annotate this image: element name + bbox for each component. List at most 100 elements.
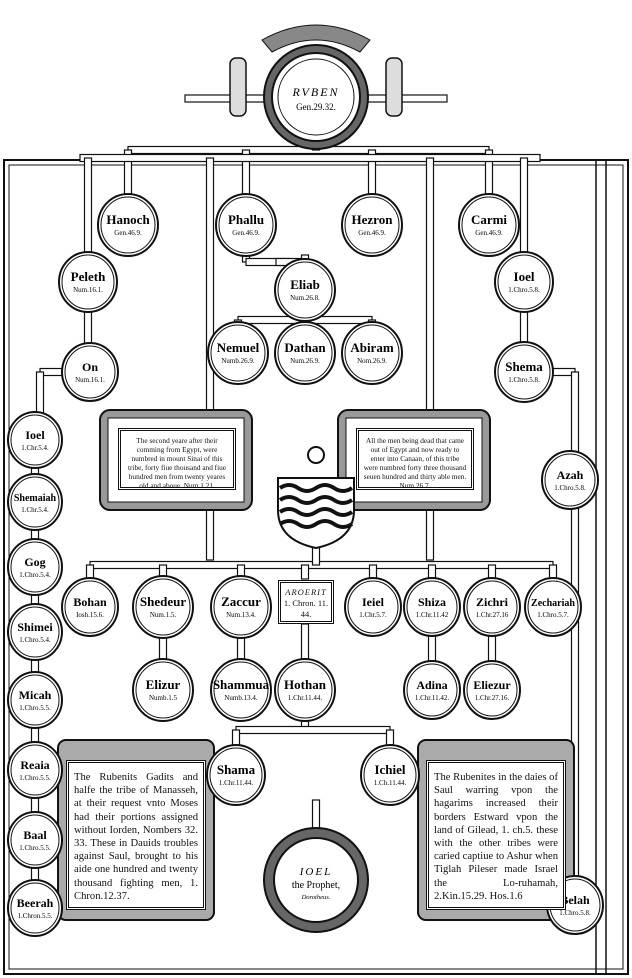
cartouche-right-text: All the men being dead that came out of … bbox=[356, 428, 474, 490]
person-ref: Num.26.8. bbox=[290, 294, 320, 302]
person-name: Ioel bbox=[25, 428, 45, 442]
person-name: Baal bbox=[23, 828, 47, 842]
person-ref: 1.Chro.5.8. bbox=[554, 484, 586, 492]
person-node-on bbox=[61, 342, 119, 402]
person-name: Hanoch bbox=[106, 212, 150, 227]
person-ref: 1.Chro.5.4. bbox=[19, 636, 51, 644]
person-node-hanoch bbox=[97, 193, 159, 257]
person-ref: Gen.46.9. bbox=[475, 229, 503, 237]
person-node-ioel_r bbox=[494, 251, 554, 313]
person-name: Shama bbox=[217, 762, 256, 777]
aroerit-box: AROERIT 1. Chron. 11. 44. bbox=[278, 580, 334, 624]
person-ref: 1.Chro.5.8. bbox=[508, 286, 540, 294]
person-node-azah bbox=[541, 450, 599, 510]
person-ref: 1.Chro.5.8. bbox=[559, 909, 591, 917]
aroerit-name: AROERIT bbox=[285, 587, 327, 597]
person-node-shammua bbox=[210, 658, 272, 722]
person-ref: Numb.26.9. bbox=[221, 357, 255, 365]
person-name: Micah bbox=[19, 688, 52, 702]
person-name: Elizur bbox=[146, 677, 181, 692]
person-ref: 1.Chro.5.8. bbox=[508, 376, 540, 384]
person-ref: Iosh.15.6. bbox=[76, 611, 104, 619]
cartouche-left-text: The second yeare after their comming fro… bbox=[118, 428, 236, 490]
person-ref: 1.Chr.5.4. bbox=[21, 506, 49, 514]
person-name: Beerah bbox=[17, 896, 54, 910]
person-ref: Num.16.1. bbox=[75, 376, 105, 384]
person-node-shedeur bbox=[132, 575, 194, 639]
person-node-abiram bbox=[341, 321, 403, 385]
person-name: Nemuel bbox=[217, 340, 260, 355]
person-name: Shimei bbox=[17, 620, 53, 634]
person-name: Abiram bbox=[350, 340, 394, 355]
person-ref: 1.Chro.5.4. bbox=[19, 571, 51, 579]
person-ref: 1.Chr.11.44. bbox=[288, 694, 323, 702]
person-node-hezron bbox=[341, 193, 403, 257]
person-name: Gog bbox=[24, 555, 45, 569]
person-name: Zechariah bbox=[531, 598, 575, 609]
root-ref: Gen.29.32. bbox=[296, 102, 336, 112]
person-name: Zichri bbox=[476, 595, 509, 609]
person-ref: Num.16.1. bbox=[73, 286, 103, 294]
person-node-eliezur bbox=[463, 660, 521, 720]
person-node-ichiel bbox=[360, 744, 420, 806]
person-ref: Gen.46.9. bbox=[232, 229, 260, 237]
person-name: Reaia bbox=[20, 758, 49, 772]
person-ref: 1.Chr.11.44. bbox=[219, 779, 254, 787]
person-node-nemuel bbox=[207, 321, 269, 385]
person-node-eliab bbox=[274, 258, 336, 322]
person-name: Belah bbox=[560, 893, 590, 907]
person-name: On bbox=[82, 360, 98, 374]
person-name: Eliab bbox=[290, 277, 320, 292]
person-name: Bohan bbox=[73, 595, 107, 609]
person-name: Zaccur bbox=[221, 594, 261, 609]
person-name: Dathan bbox=[284, 340, 326, 355]
person-ref: 1.Chr.11.42 bbox=[416, 611, 449, 619]
person-node-zaccur bbox=[210, 575, 272, 639]
person-name: Shedeur bbox=[140, 594, 186, 609]
prophet-title: the Prophet, bbox=[292, 880, 340, 891]
aroerit-ref: 1. Chron. 11. 44. bbox=[283, 598, 329, 619]
person-name: Hothan bbox=[284, 677, 327, 692]
person-node-reaia bbox=[7, 741, 63, 799]
person-ref: 1.Chro.5.5. bbox=[19, 774, 51, 782]
person-ref: 1.Chr.27.16 bbox=[476, 611, 509, 619]
person-ref: 1.Chron.5.5. bbox=[18, 912, 53, 920]
prophet-note: Dorotheus. bbox=[301, 894, 331, 901]
person-node-ioel_l bbox=[7, 411, 63, 469]
person-ref: 1.Chr.5.7. bbox=[359, 611, 387, 619]
person-ref: Numb.13.4. bbox=[224, 694, 258, 702]
person-name: Ichiel bbox=[374, 762, 405, 777]
person-ref: Nom.26.9. bbox=[357, 357, 387, 365]
person-ref: Num.26.9. bbox=[290, 357, 320, 365]
person-ref: 1.Chr.5.4. bbox=[21, 444, 49, 452]
panel-left-text: The Rubenits Gadits and halfe the tribe … bbox=[66, 760, 206, 910]
person-node-ieiel bbox=[344, 577, 402, 637]
person-ref: 1.Chro.5.5. bbox=[19, 844, 51, 852]
person-node-hothan bbox=[274, 658, 336, 722]
person-ref: 1.Chro.5.7. bbox=[537, 611, 569, 619]
person-node-shama bbox=[206, 744, 266, 806]
person-node-elizur bbox=[132, 658, 194, 722]
person-node-peleth bbox=[58, 251, 118, 313]
person-node-bohan bbox=[61, 577, 119, 637]
person-name: Adina bbox=[416, 678, 447, 692]
person-node-shimei bbox=[7, 603, 63, 661]
person-name: Shiza bbox=[418, 595, 446, 609]
person-node-phallu bbox=[215, 193, 277, 257]
person-ref: Numb.1.5 bbox=[149, 694, 178, 702]
person-ref: Gen.46.9. bbox=[114, 229, 142, 237]
person-node-gog bbox=[7, 538, 63, 596]
person-node-dathan bbox=[274, 321, 336, 385]
person-name: Shammua bbox=[213, 677, 270, 692]
person-node-zichri bbox=[463, 577, 521, 637]
person-node-shiza bbox=[403, 577, 461, 637]
person-ref: 1.Ch.11.44. bbox=[374, 779, 407, 787]
root-name: RVBEN bbox=[291, 85, 339, 99]
person-ref: 1.Chro.5.5. bbox=[19, 704, 51, 712]
person-name: Peleth bbox=[71, 269, 106, 284]
prophet-name: IOEL bbox=[299, 866, 332, 878]
person-name: Eliezur bbox=[473, 678, 511, 692]
person-ref: Num.13.4. bbox=[226, 611, 256, 619]
person-node-adina bbox=[403, 660, 461, 720]
person-name: Azah bbox=[557, 468, 584, 482]
